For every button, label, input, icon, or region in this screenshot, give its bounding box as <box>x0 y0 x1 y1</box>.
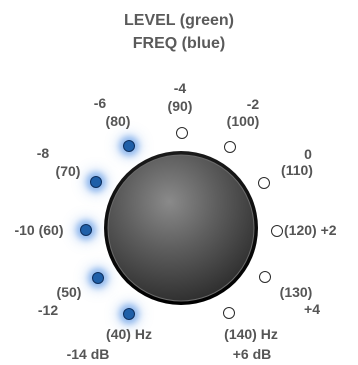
led-step-3 <box>80 224 92 236</box>
level-label-step-6: -4 <box>173 80 187 96</box>
level-label-step-1: -14 dB <box>66 346 110 362</box>
led-step-1 <box>123 308 135 320</box>
freq-label-step-8: (110) <box>281 162 313 178</box>
title-freq: FREQ (blue) <box>132 35 226 52</box>
freq-label-step-5: (80) <box>105 113 131 129</box>
level-label-step-2: -12 <box>37 302 59 318</box>
freq-label-step-6: (90) <box>167 98 193 114</box>
rotary-knob-icon[interactable] <box>102 149 260 307</box>
freq-label-step-2: (50) <box>56 284 82 300</box>
led-step-6 <box>176 127 188 139</box>
led-step-7 <box>224 141 236 153</box>
led-step-5 <box>123 140 135 152</box>
led-step-2 <box>92 272 104 284</box>
level-label-step-7: -2 <box>246 96 260 112</box>
led-step-11 <box>223 307 235 319</box>
level-label-step-10: +4 <box>304 301 320 317</box>
level-freq-label-step-3: -10 (60) <box>14 222 64 238</box>
led-step-4 <box>90 176 102 188</box>
level-label-step-4: -8 <box>36 145 50 161</box>
led-step-8 <box>258 177 270 189</box>
title-level: LEVEL (green) <box>124 12 234 29</box>
level-label-step-5: -6 <box>93 95 107 111</box>
freq-label-step-11: (140) Hz <box>224 326 278 342</box>
freq-label-step-10: (130) <box>279 284 313 300</box>
led-step-9 <box>271 225 283 237</box>
level-label-step-8: 0 <box>304 146 312 162</box>
freq-label-step-1: (40) Hz <box>106 326 152 342</box>
level-label-step-11: +6 dB <box>232 346 272 362</box>
freq-label-step-7: (100) <box>226 113 260 129</box>
led-step-10 <box>259 271 271 283</box>
freq-label-step-4: (70) <box>55 163 81 179</box>
level-freq-label-step-9: (120) +2 <box>284 222 337 238</box>
